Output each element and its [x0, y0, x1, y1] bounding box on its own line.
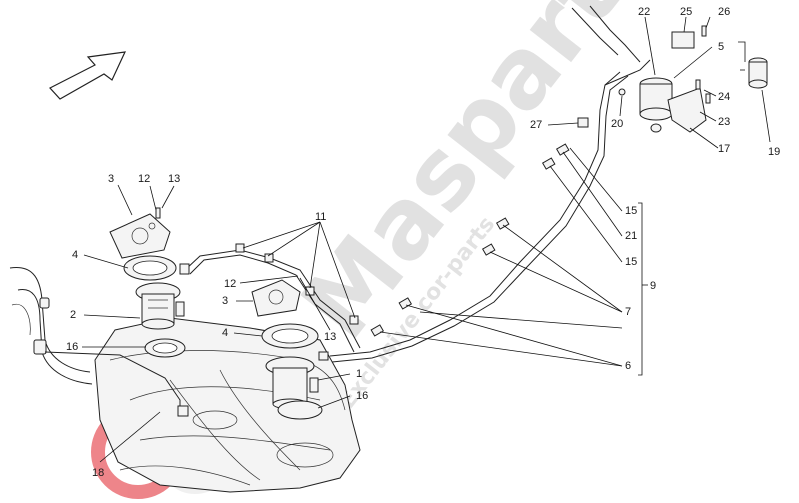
callout-27: 27	[530, 119, 542, 131]
callout-17: 17	[718, 143, 730, 155]
callout-11: 11	[315, 211, 326, 223]
callout-labels: 3 12 13 4 2 16 18 11 12 3 13 4 1 16 27 1…	[66, 6, 780, 479]
callout-4-right: 4	[222, 327, 228, 339]
fuel-filter-assembly	[618, 25, 711, 133]
callout-25: 25	[680, 6, 692, 18]
callout-12-left: 12	[138, 173, 150, 185]
callout-15-top: 15	[625, 205, 637, 217]
callout-16-left: 16	[66, 341, 78, 353]
callout-3-right: 3	[222, 295, 228, 307]
callout-1: 1	[356, 368, 362, 380]
callout-22: 22	[638, 6, 650, 18]
filter-cartridge	[738, 41, 768, 89]
callout-2: 2	[70, 309, 76, 321]
callout-20: 20	[611, 118, 623, 130]
callout-9: 9	[650, 280, 656, 292]
right-pump-assembly	[251, 279, 329, 420]
callout-7: 7	[625, 306, 631, 318]
callout-3-left: 3	[108, 173, 114, 185]
fuel-tank	[94, 317, 361, 493]
callout-13-right: 13	[324, 331, 336, 343]
callout-5: 5	[718, 41, 724, 53]
callout-16-right: 16	[356, 390, 368, 402]
callout-21: 21	[625, 230, 637, 242]
callout-18: 18	[92, 467, 104, 479]
left-pump-assembly	[109, 207, 186, 358]
callout-12-right: 12	[224, 278, 236, 290]
leader-lines	[82, 16, 771, 463]
pipe-clips	[177, 117, 589, 417]
callout-6: 6	[625, 360, 631, 372]
callout-24: 24	[718, 91, 730, 103]
callout-13-left: 13	[168, 173, 180, 185]
callout-4-left: 4	[72, 249, 78, 261]
direction-arrow-icon	[49, 51, 127, 100]
callout-19: 19	[768, 146, 780, 158]
fuel-lines	[44, 5, 651, 412]
filler-pipe	[9, 266, 93, 385]
callout-15-bottom: 15	[625, 256, 637, 268]
callout-23: 23	[718, 116, 730, 128]
callout-26: 26	[718, 6, 730, 18]
